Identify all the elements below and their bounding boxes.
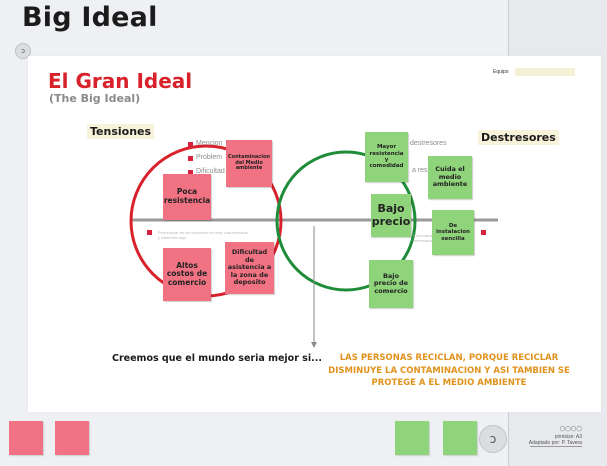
sticky-note-green[interactable]: Bajo precio [371,194,411,237]
team-label: Equipo [493,69,509,75]
bottom-sticky-pink[interactable] [9,421,43,455]
tension-bullet-icon [188,170,193,175]
tensions-label: Tensiones [87,124,155,139]
destresor-bullet-text: destresores [410,140,447,147]
tension-bullet-text: Mencion [196,140,223,147]
sticky-note-pink[interactable]: Altos costos de comercio [163,248,211,301]
center-arrow-head [311,342,317,348]
footer-credit: Adaptado por: P. Tavera [528,440,582,446]
destresores-circle [275,150,417,292]
right-axis-marker-icon [481,230,486,235]
sticky-note-green[interactable]: Cuida el medio ambiente [428,156,472,199]
footer-logo-icon: ↄ [479,425,507,453]
bottom-sticky-green[interactable] [395,421,429,455]
footer-license-icons: ◯◯◯◯ [559,426,582,432]
left-axis-note: Profundizar en las tensiones en este vid… [158,230,248,240]
tension-bullet-text: Problem [196,154,223,161]
bottom-sticky-pink[interactable] [55,421,89,455]
tension-bullet-icon [188,142,193,147]
sticky-note-pink[interactable]: Poca resistencia [163,174,211,220]
team-field[interactable] [515,68,575,76]
sticky-note-pink[interactable]: Dificultad de asistencia a la zona de de… [225,242,274,294]
sticky-note-green[interactable]: Bajo precio de comercio [369,260,413,308]
destresor-bullet-text: a resp [412,167,432,174]
footer-divider [530,446,582,447]
board-canvas[interactable]: El Gran Ideal (The Big Ideal) Equipo Ten… [28,56,601,412]
sticky-note-green[interactable]: Mayor resistencia y comodidad [365,132,408,182]
footer-printsize: printsize: A3 [554,434,582,440]
board-logo-icon[interactable]: ↄ [15,43,31,59]
tension-bullet-icon [188,156,193,161]
big-ideal-statement: Creemos que el mundo seria mejor si... [112,353,322,364]
right-axis-note: Profundizar con lo interesante [413,233,446,243]
left-axis-marker-icon [147,230,152,235]
page-title: Big Ideal [22,2,158,33]
sticky-note-pink[interactable]: Contaminacion del Medio ambiente [226,140,272,187]
board-subtitle: (The Big Ideal) [49,92,141,105]
big-ideal-answer[interactable]: LAS PERSONAS RECICLAN, PORQUE RECICLAR D… [328,353,570,388]
tension-bullet-text: Dificultad [196,168,225,175]
sticky-note-green[interactable]: De instalacion sencilla [432,210,474,255]
destresores-label: Destresores [478,130,559,145]
board-title: El Gran Ideal [48,69,193,93]
bottom-sticky-green[interactable] [443,421,477,455]
